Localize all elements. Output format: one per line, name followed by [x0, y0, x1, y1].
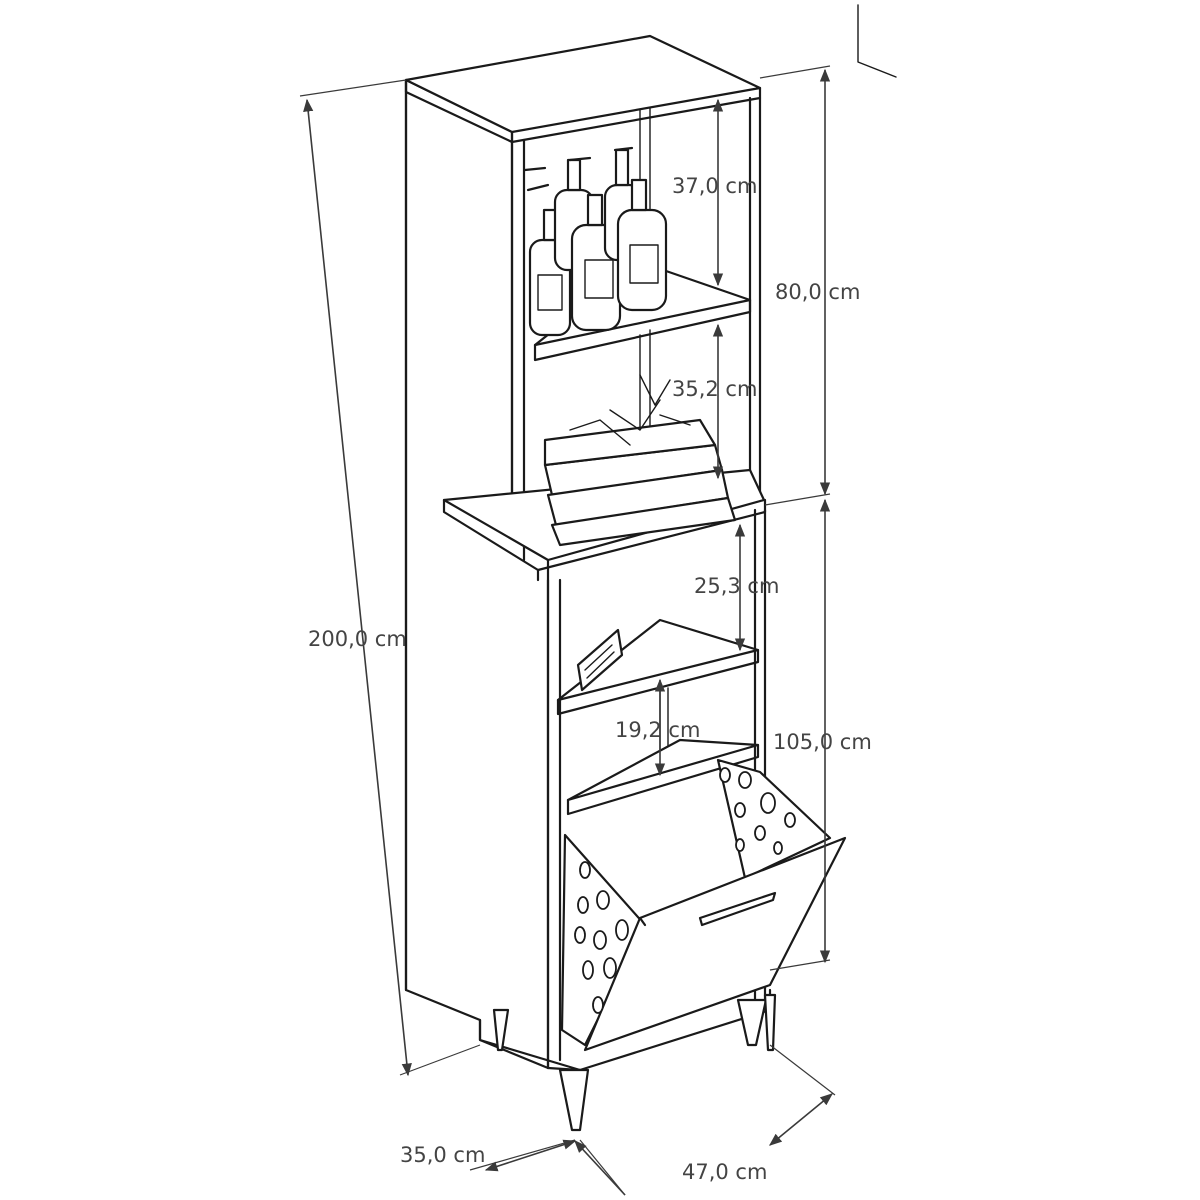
- left-side-panel: [404, 78, 550, 1070]
- folded-towels: [543, 374, 737, 547]
- dimension-lines: [299, 65, 836, 1196]
- hamper-handle: [698, 891, 777, 927]
- dim-label-upper-module: 80,0 cm: [775, 280, 861, 304]
- dim-label-width: 47,0 cm: [682, 1160, 768, 1184]
- cabinet-body: [404, 34, 772, 1072]
- dim-label-shelf-bottom: 19,2 cm: [615, 718, 701, 742]
- dim-label-shelf-middle: 35,2 cm: [672, 377, 758, 401]
- dim-label-depth: 35,0 cm: [400, 1143, 486, 1167]
- hamper-bin: [560, 758, 847, 1052]
- dim-label-shelf-top: 37,0 cm: [672, 174, 758, 198]
- dim-label-lower-shelf: 25,3 cm: [694, 574, 780, 598]
- shelf-sign: [576, 628, 624, 692]
- wall-corner: [857, 4, 897, 78]
- soap-bottles: [523, 146, 668, 337]
- dim-label-lower-module: 105,0 cm: [773, 730, 872, 754]
- legs: [492, 993, 777, 1132]
- dim-label-total-height: 200,0 cm: [308, 627, 407, 651]
